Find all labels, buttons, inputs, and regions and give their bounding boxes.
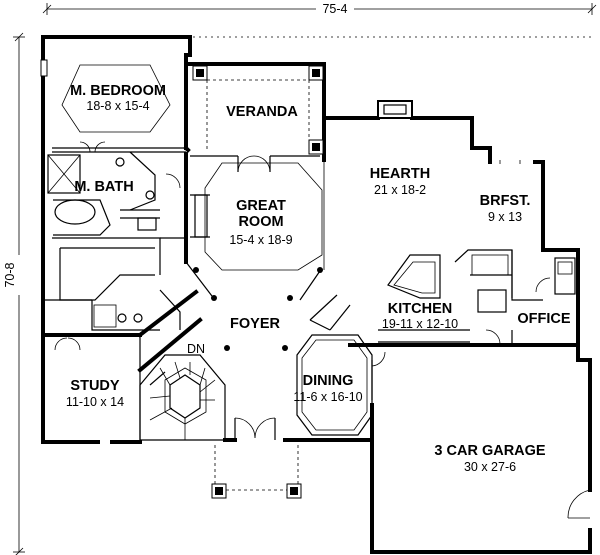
stair-down-label: DN	[187, 342, 205, 356]
great-room-name-1: GREAT	[236, 198, 286, 214]
veranda-name: VERANDA	[226, 104, 298, 120]
breakfast-name: BRFST.	[480, 193, 531, 209]
study-name: STUDY	[70, 378, 119, 394]
hearth-room: HEARTH 21 x 18-2	[323, 160, 430, 270]
office-name: OFFICE	[517, 311, 570, 327]
exterior-walls	[41, 35, 592, 554]
left-partitions	[41, 141, 210, 337]
master-bedroom-dims: 18-8 x 15-4	[86, 99, 149, 113]
breakfast-dims: 9 x 13	[488, 210, 522, 224]
fireplace	[377, 100, 413, 119]
window-marks	[41, 35, 545, 421]
overall-depth-label: 70-8	[3, 262, 17, 287]
great-room: GREAT ROOM 15-4 x 18-9	[185, 162, 323, 301]
overall-width-label: 75-4	[322, 2, 347, 16]
master-bedroom-name: M. BEDROOM	[70, 83, 166, 99]
entry-porch	[211, 417, 302, 499]
dining-dims: 11-6 x 16-10	[293, 390, 362, 404]
kitchen-dims: 19-11 x 12-10	[382, 317, 458, 331]
master-bedroom: M. BEDROOM 18-8 x 15-4	[40, 59, 186, 153]
hearth-name: HEARTH	[370, 166, 430, 182]
office: OFFICE	[470, 250, 576, 345]
foyer: FOYER	[137, 267, 351, 373]
great-room-dims: 15-4 x 18-9	[229, 233, 292, 247]
hearth-dims: 21 x 18-2	[374, 183, 426, 197]
stairway: DN	[139, 342, 226, 441]
breakfast: BRFST. 9 x 13	[480, 193, 531, 224]
veranda: VERANDA	[190, 65, 324, 173]
kitchen: KITCHEN 19-11 x 12-10	[348, 249, 513, 347]
master-bath: M. BATH	[47, 151, 157, 236]
master-bath-name: M. BATH	[74, 179, 133, 195]
dining: DINING 11-6 x 16-10	[283, 334, 374, 442]
dining-name: DINING	[303, 373, 354, 389]
study-dims: 11-10 x 14	[66, 395, 124, 409]
garage-dims: 30 x 27-6	[464, 460, 516, 474]
garage: 3 CAR GARAGE 30 x 27-6	[371, 351, 591, 519]
kitchen-name: KITCHEN	[388, 301, 452, 317]
foyer-name: FOYER	[230, 316, 280, 332]
study: STUDY 11-10 x 14	[54, 335, 141, 442]
great-room-name-2: ROOM	[238, 214, 283, 230]
garage-name: 3 CAR GARAGE	[434, 443, 546, 459]
